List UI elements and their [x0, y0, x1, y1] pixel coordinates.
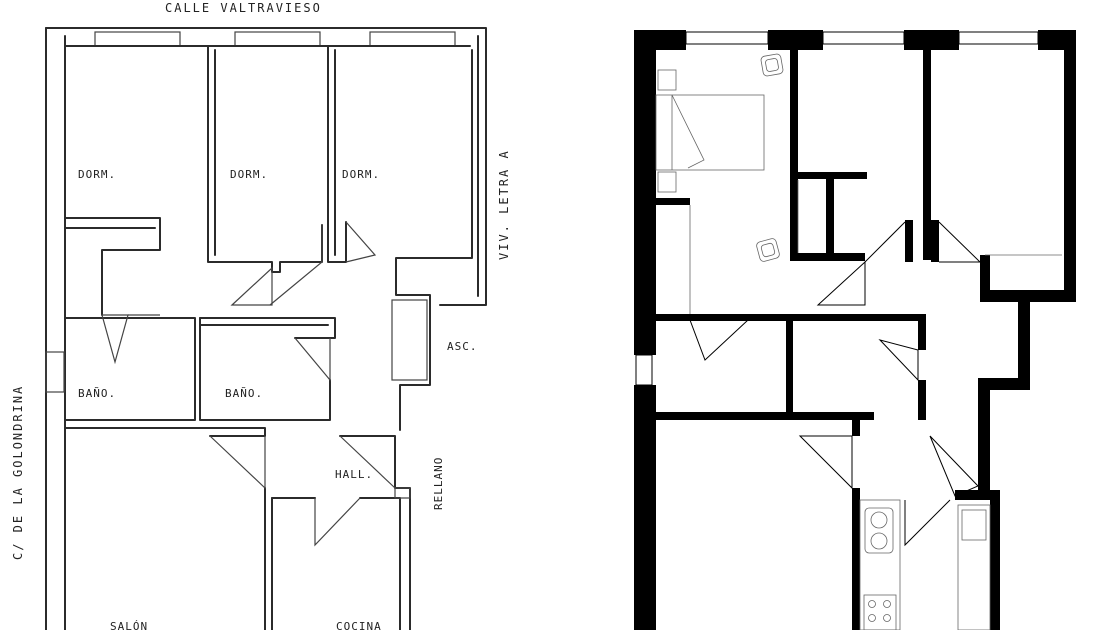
stove-icon: [863, 594, 897, 630]
room-label-dorm-1: DORM.: [78, 168, 116, 181]
room-label-dorm-2: DORM.: [230, 168, 268, 181]
room-label-asc: ASC.: [447, 340, 478, 353]
chair-icon: [756, 238, 780, 262]
landing-label: RELLANO: [432, 457, 445, 510]
sketch-door-swings: [101, 221, 411, 547]
room-label-cocina: COCINA: [336, 620, 382, 630]
room-label-dorm-3: DORM.: [342, 168, 380, 181]
right-counter: [957, 504, 991, 630]
sketch-floor-plan: CALLE VALTRAVIESO C/ DE LA GOLONDRINA VI…: [11, 1, 511, 630]
cad-walls: [634, 30, 1076, 630]
chair-icon: [760, 53, 784, 77]
room-label-hall: HALL.: [335, 468, 373, 481]
cad-furniture: [655, 53, 1062, 630]
street-label-top: CALLE VALTRAVIESO: [165, 1, 322, 15]
cad-door-swings: [689, 221, 982, 547]
bed-icon: [655, 94, 765, 171]
sketch-interior-walls: [64, 45, 473, 630]
neighbor-label-right: VIV. LETRA A: [497, 149, 511, 260]
sink-icon: [864, 507, 894, 554]
cad-drawing: [634, 30, 1076, 630]
room-label-bath-1: BAÑO.: [78, 387, 116, 400]
cad-floor-plan: [600, 0, 1094, 630]
sketch-drawing: CALLE VALTRAVIESO C/ DE LA GOLONDRINA VI…: [11, 1, 511, 630]
room-label-bath-2: BAÑO.: [225, 387, 263, 400]
cad-windows: [635, 31, 1039, 386]
street-label-left: C/ DE LA GOLONDRINA: [11, 385, 25, 560]
kitchen-counter: [859, 499, 901, 630]
room-label-salon: SALÓN: [110, 620, 148, 630]
